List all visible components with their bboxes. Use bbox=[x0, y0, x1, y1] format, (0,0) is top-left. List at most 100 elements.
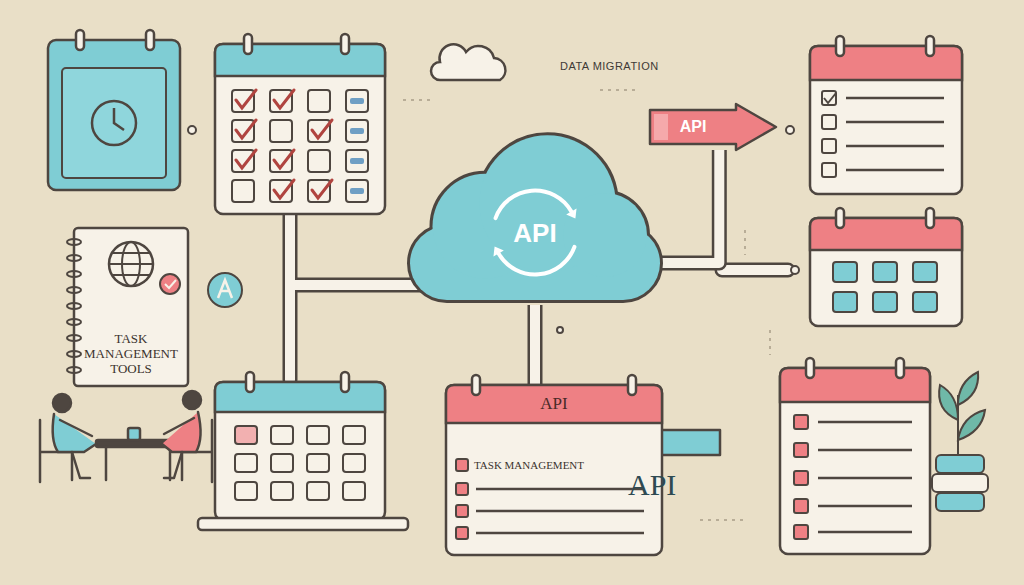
node-shape-part bbox=[74, 228, 188, 386]
node-shape-part bbox=[160, 274, 180, 294]
plant bbox=[958, 410, 985, 440]
pipe-outline bbox=[660, 150, 719, 263]
list-calendar bbox=[794, 415, 808, 429]
grid-calendar bbox=[926, 208, 934, 228]
laptop-calendar bbox=[215, 382, 385, 520]
checklist-calendar bbox=[236, 150, 256, 168]
checklist-calendar bbox=[236, 90, 256, 108]
checklist-calendar bbox=[312, 120, 332, 138]
clock-calendar bbox=[48, 40, 180, 190]
node-shape-part bbox=[410, 135, 660, 300]
clock-calendar bbox=[114, 108, 124, 130]
plant bbox=[936, 455, 984, 473]
checklist-calendar bbox=[270, 120, 292, 142]
node-shape-part bbox=[67, 239, 81, 245]
dot-marker bbox=[791, 266, 799, 274]
checklist-calendar bbox=[341, 34, 349, 54]
laptop-calendar bbox=[198, 518, 408, 530]
node-shape-part bbox=[566, 209, 576, 219]
laptop-calendar bbox=[307, 426, 329, 444]
node-shape-part bbox=[109, 242, 153, 286]
calendar-heading: API bbox=[446, 385, 662, 423]
laptop-calendar bbox=[271, 454, 293, 472]
list-calendar bbox=[818, 421, 912, 424]
list-calendar bbox=[794, 443, 808, 457]
node-shape-part bbox=[650, 104, 776, 150]
node-shape-part bbox=[67, 367, 81, 373]
checklist-calendar bbox=[350, 98, 364, 104]
list-calendar bbox=[780, 368, 930, 554]
laptop-calendar bbox=[235, 454, 257, 472]
node-shape-part bbox=[67, 319, 81, 325]
dot-marker bbox=[188, 126, 196, 134]
checklist-calendar bbox=[215, 44, 385, 214]
plant bbox=[936, 493, 984, 511]
checklist-calendar bbox=[274, 150, 294, 168]
laptop-calendar bbox=[246, 372, 254, 392]
node-shape-part bbox=[109, 253, 153, 275]
checklist-calendar bbox=[346, 120, 368, 142]
list-calendar bbox=[818, 505, 912, 508]
checklist-calendar bbox=[232, 180, 254, 202]
app-icon bbox=[218, 280, 232, 298]
checklist-calendar bbox=[346, 180, 368, 202]
node-shape-part bbox=[499, 247, 575, 275]
node-shape bbox=[650, 104, 776, 150]
checklist-calendar bbox=[215, 44, 385, 76]
node-shape-part bbox=[67, 271, 81, 277]
tool-card: TASK MANAGEMENT TOOLS bbox=[66, 228, 188, 386]
list-calendar bbox=[810, 46, 962, 194]
list-calendar bbox=[822, 91, 836, 105]
list-calendar bbox=[822, 115, 836, 129]
node-shape-part bbox=[563, 193, 647, 277]
list-calendar bbox=[846, 121, 944, 124]
node-shape-part bbox=[67, 335, 81, 341]
checklist-calendar bbox=[346, 150, 368, 172]
laptop-calendar bbox=[307, 482, 329, 500]
checklist-calendar bbox=[350, 188, 364, 194]
node-shape-part bbox=[476, 532, 644, 535]
diagram-heading: DATA MIGRATION bbox=[560, 60, 659, 73]
people-at-table bbox=[183, 391, 201, 409]
cloud-label: API bbox=[513, 218, 556, 248]
list-calendar bbox=[794, 525, 808, 539]
node-shape-part bbox=[654, 114, 668, 140]
checklist-calendar bbox=[308, 150, 330, 172]
node-shape-part bbox=[476, 488, 644, 491]
node-shape-part bbox=[67, 351, 81, 357]
list-calendar bbox=[824, 93, 836, 103]
arrow-label: API bbox=[680, 118, 707, 136]
api-arrow: API bbox=[650, 104, 776, 150]
node-shape-part bbox=[496, 191, 572, 219]
card-title: TASK MANAGEMENT TOOLS bbox=[80, 331, 182, 376]
list-calendar bbox=[818, 477, 912, 480]
api-label: API bbox=[628, 468, 676, 502]
people-at-table bbox=[53, 394, 71, 412]
list-calendar bbox=[926, 36, 934, 56]
checklist-calendar bbox=[244, 34, 252, 54]
laptop-calendar bbox=[343, 426, 365, 444]
grid-calendar bbox=[873, 292, 897, 312]
plant bbox=[939, 385, 958, 420]
pipe-connector bbox=[660, 150, 719, 263]
clock-calendar bbox=[146, 30, 154, 50]
list-calendar bbox=[794, 471, 808, 485]
list-calendar bbox=[822, 139, 836, 153]
laptop-calendar bbox=[235, 482, 257, 500]
list-calendar bbox=[846, 97, 944, 100]
laptop-calendar bbox=[215, 382, 385, 412]
clock-calendar bbox=[76, 30, 84, 50]
node-shape-part bbox=[493, 247, 503, 257]
dot-marker bbox=[557, 327, 563, 333]
checklist-calendar bbox=[312, 180, 332, 198]
dot-marker bbox=[188, 126, 799, 333]
node-shape-part bbox=[67, 287, 81, 293]
node-shape-part bbox=[165, 280, 176, 288]
small-cloud bbox=[431, 44, 505, 80]
people-at-table bbox=[53, 414, 96, 452]
list-calendar bbox=[810, 46, 962, 80]
laptop-calendar bbox=[343, 454, 365, 472]
checklist-calendar bbox=[346, 90, 368, 112]
